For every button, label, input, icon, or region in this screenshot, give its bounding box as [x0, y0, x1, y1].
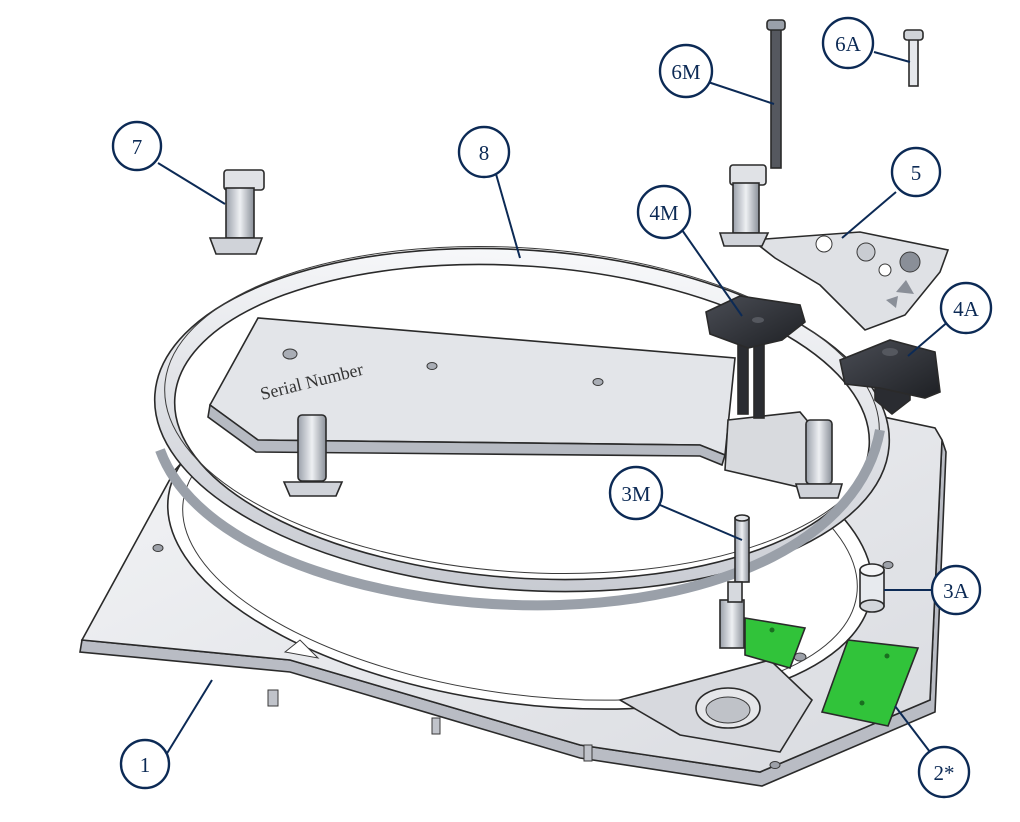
latch-7 [208, 169, 265, 255]
latch-upper-right [718, 164, 770, 247]
knob-4m [705, 295, 806, 419]
callout-4m: 4M [636, 184, 692, 240]
callout-6a: 6A [821, 16, 875, 70]
spacer-3a [859, 563, 885, 613]
callout-3m: 3M [608, 465, 664, 521]
callout-8-label: 8 [479, 141, 490, 165]
callout-1: 1 [119, 738, 171, 790]
installed-latch-right [794, 419, 844, 499]
callout-2-label: 2* [934, 761, 955, 785]
callout-8: 8 [457, 125, 511, 179]
callout-6a-label: 6A [835, 32, 862, 56]
callout-1-label: 1 [140, 753, 151, 777]
knob-4a [839, 339, 941, 416]
callout-3a-label: 3A [943, 579, 970, 603]
leader-lines [157, 51, 951, 756]
pcb-board [744, 617, 920, 727]
callout-3m-label: 3M [621, 482, 651, 506]
callout-3a: 3A [930, 564, 982, 616]
callout-4a: 4A [939, 281, 993, 335]
callout-4m-label: 4M [649, 201, 679, 225]
cover-plate-5 [749, 231, 950, 331]
locating-pin-3m [719, 514, 750, 649]
installed-latch-left [282, 414, 344, 497]
callout-7: 7 [111, 120, 163, 172]
screw-6m [766, 19, 786, 169]
callout-4a-label: 4A [953, 297, 980, 321]
callout-5-label: 5 [911, 161, 922, 185]
callout-7-label: 7 [132, 135, 143, 159]
callout-5: 5 [890, 146, 942, 198]
callout-6m-label: 6M [671, 60, 701, 84]
bridge-plate: Serial Number [207, 317, 831, 493]
callout-6m: 6M [658, 43, 714, 99]
callout-2: 2* [917, 745, 971, 799]
screw-6a [903, 29, 924, 87]
